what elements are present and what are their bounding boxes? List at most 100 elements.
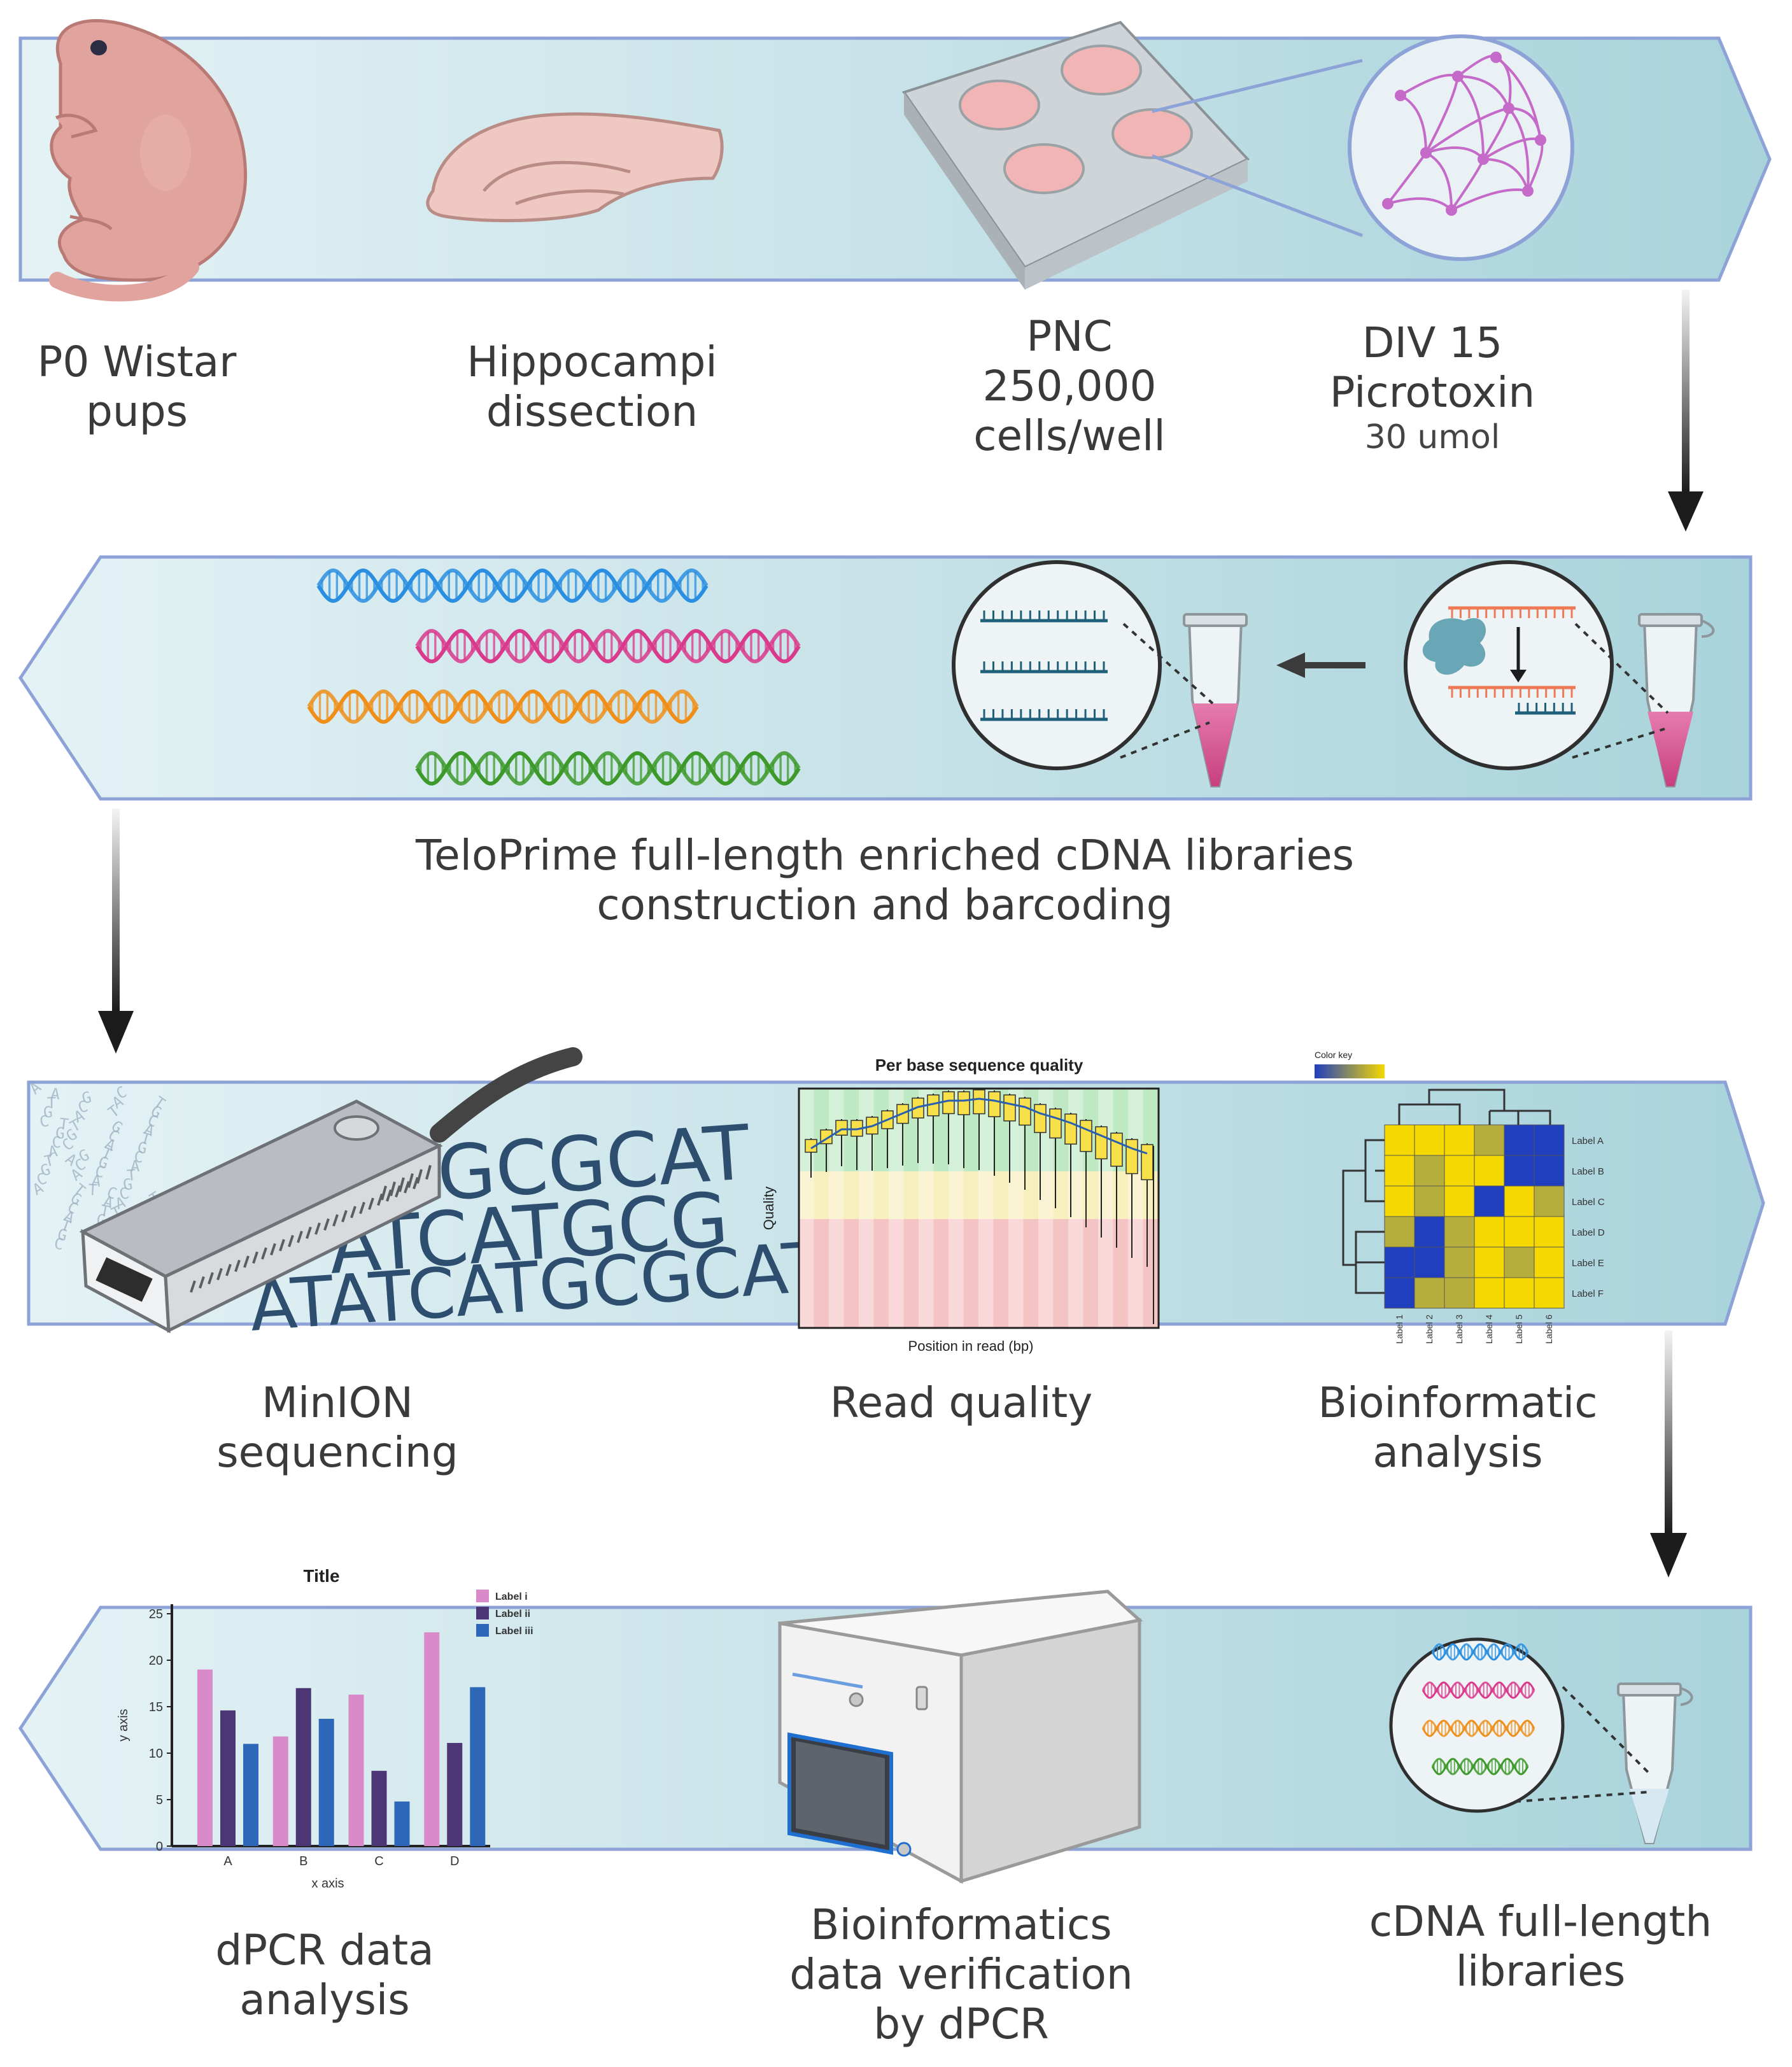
heatmap-colorkey-label: Color key bbox=[1315, 1050, 1352, 1060]
label-p0-wistar-pups: P0 Wistar pups bbox=[13, 337, 261, 437]
svg-text:C: C bbox=[53, 1234, 65, 1253]
label-read-quality: Read quality bbox=[789, 1378, 1133, 1428]
heatmap-cell bbox=[1384, 1185, 1415, 1217]
label-line: TeloPrime full-length enriched cDNA libr… bbox=[415, 831, 1355, 880]
label-line: data verification bbox=[789, 1950, 1133, 1999]
svg-text:G: G bbox=[80, 1088, 94, 1108]
neuron-culture-icon bbox=[1348, 34, 1574, 261]
label-pnc-cells: PNC 250,000 cells/well bbox=[942, 312, 1197, 461]
heatmap-cell bbox=[1504, 1246, 1535, 1278]
heatmap-col-label: Label 6 bbox=[1544, 1315, 1554, 1344]
svg-text:C: C bbox=[52, 1133, 62, 1152]
heatmap-cell bbox=[1534, 1155, 1565, 1187]
bar-D-2 bbox=[470, 1687, 486, 1846]
heatmap-cell bbox=[1414, 1185, 1445, 1217]
hippocampus-icon bbox=[426, 112, 724, 223]
bar-B-1 bbox=[295, 1688, 311, 1846]
label-line: analysis bbox=[239, 1975, 410, 2024]
x-axis-label: x axis bbox=[311, 1877, 344, 1891]
label-div15-picrotoxin: DIV 15 Picrotoxin 30 umol bbox=[1299, 318, 1566, 457]
step-arrow-icon bbox=[1276, 653, 1365, 678]
heatmap-cell bbox=[1444, 1216, 1475, 1248]
rat-pup-icon bbox=[49, 19, 248, 302]
heatmap-col-label: Label 4 bbox=[1484, 1315, 1494, 1344]
dna-strand-green bbox=[415, 751, 801, 786]
svg-text:T: T bbox=[139, 1129, 152, 1149]
label-line: Picrotoxin bbox=[1329, 368, 1535, 417]
tube-icon-2 bbox=[1572, 613, 1715, 787]
label-line: cells/well bbox=[973, 411, 1166, 460]
svg-text:T: T bbox=[47, 1094, 57, 1112]
heatmap-cell bbox=[1414, 1277, 1445, 1309]
heatmap-row-label: Label F bbox=[1572, 1288, 1604, 1299]
heatmap-col-label: Label 2 bbox=[1424, 1315, 1434, 1344]
heatmap-cell bbox=[1384, 1216, 1415, 1248]
heatmap-cell bbox=[1444, 1277, 1475, 1309]
heatmap-cell bbox=[1384, 1277, 1415, 1309]
dna-mini-pink bbox=[1422, 1681, 1535, 1699]
quality-plot-ylabel: Quality bbox=[761, 1187, 777, 1230]
bar-D-1 bbox=[447, 1742, 463, 1846]
label-teloprime-libraries: TeloPrime full-length enriched cDNA libr… bbox=[286, 831, 1483, 930]
heatmap-cell bbox=[1474, 1124, 1505, 1156]
label-line: pups bbox=[85, 387, 188, 436]
bar-B-2 bbox=[318, 1718, 334, 1846]
legend-label: Label i bbox=[495, 1591, 528, 1602]
cdna-library-zoom-circle bbox=[1389, 1637, 1565, 1813]
label-cdna-full-length-libraries: cDNA full-length libraries bbox=[1337, 1897, 1744, 1996]
label-line: analysis bbox=[1372, 1428, 1543, 1477]
dpcr-instrument-icon bbox=[778, 1590, 1143, 1884]
svg-text:C: C bbox=[117, 1184, 131, 1204]
heatmap-cell bbox=[1444, 1124, 1475, 1156]
heatmap-cell bbox=[1474, 1216, 1505, 1248]
label-line: 250,000 bbox=[982, 362, 1157, 411]
label-line: cDNA full-length bbox=[1369, 1897, 1712, 1946]
y-tick-label: 10 bbox=[149, 1747, 163, 1761]
label-line: libraries bbox=[1455, 1947, 1626, 1996]
bar-B-0 bbox=[272, 1736, 288, 1846]
label-line-dose: 30 umol bbox=[1364, 418, 1500, 456]
heatmap-col-label: Label 1 bbox=[1394, 1315, 1404, 1344]
y-tick-label: 20 bbox=[149, 1654, 163, 1668]
dna-strand-blue bbox=[316, 568, 709, 603]
label-line: Read quality bbox=[829, 1378, 1093, 1427]
heatmap-cell bbox=[1414, 1155, 1445, 1187]
label-hippocampi-dissection: Hippocampi dissection bbox=[446, 337, 738, 437]
dna-mini-blue bbox=[1431, 1643, 1529, 1661]
quality-plot-title: Per base sequence quality bbox=[875, 1055, 1083, 1075]
label-line: DIV 15 bbox=[1362, 318, 1503, 367]
dna-strands bbox=[307, 568, 801, 786]
bar-C-1 bbox=[371, 1770, 387, 1846]
label-line: dPCR data bbox=[215, 1926, 434, 1975]
heatmap-cell bbox=[1504, 1155, 1535, 1187]
heatmap-cell bbox=[1534, 1216, 1565, 1248]
svg-text:G: G bbox=[56, 1225, 69, 1245]
label-bioinformatic-analysis: Bioinformatic analysis bbox=[1286, 1378, 1630, 1478]
culture-plate-icon bbox=[901, 20, 1250, 290]
heatmap-cell bbox=[1474, 1246, 1505, 1278]
x-tick-label: B bbox=[299, 1854, 307, 1868]
heatmap-cell bbox=[1444, 1185, 1475, 1217]
label-line: Hippocampi bbox=[467, 337, 717, 386]
y-tick-label: 15 bbox=[149, 1700, 163, 1714]
heatmap-cell bbox=[1534, 1185, 1565, 1217]
heatmap-cell bbox=[1444, 1155, 1475, 1187]
x-tick-label: A bbox=[223, 1854, 232, 1868]
label-line: P0 Wistar bbox=[37, 337, 237, 386]
cdna-zoom-circle bbox=[952, 560, 1162, 770]
label-line: Bioinformatic bbox=[1318, 1378, 1598, 1427]
y-tick-label: 0 bbox=[156, 1840, 163, 1854]
enzyme-zoom-circle bbox=[1404, 560, 1614, 770]
svg-text:G: G bbox=[55, 1124, 65, 1142]
heatmap-cell bbox=[1444, 1246, 1475, 1278]
svg-text:T: T bbox=[99, 1201, 111, 1220]
svg-text:C: C bbox=[38, 1112, 51, 1131]
svg-text:C: C bbox=[133, 1148, 144, 1166]
flow-arrow-3 bbox=[1650, 1330, 1687, 1577]
svg-text:T: T bbox=[88, 1181, 98, 1199]
read-quality-plot: Per base sequence quality Quality Positi… bbox=[761, 1055, 1160, 1354]
heatmap-cell bbox=[1504, 1277, 1535, 1309]
bar-A-0 bbox=[197, 1669, 213, 1846]
